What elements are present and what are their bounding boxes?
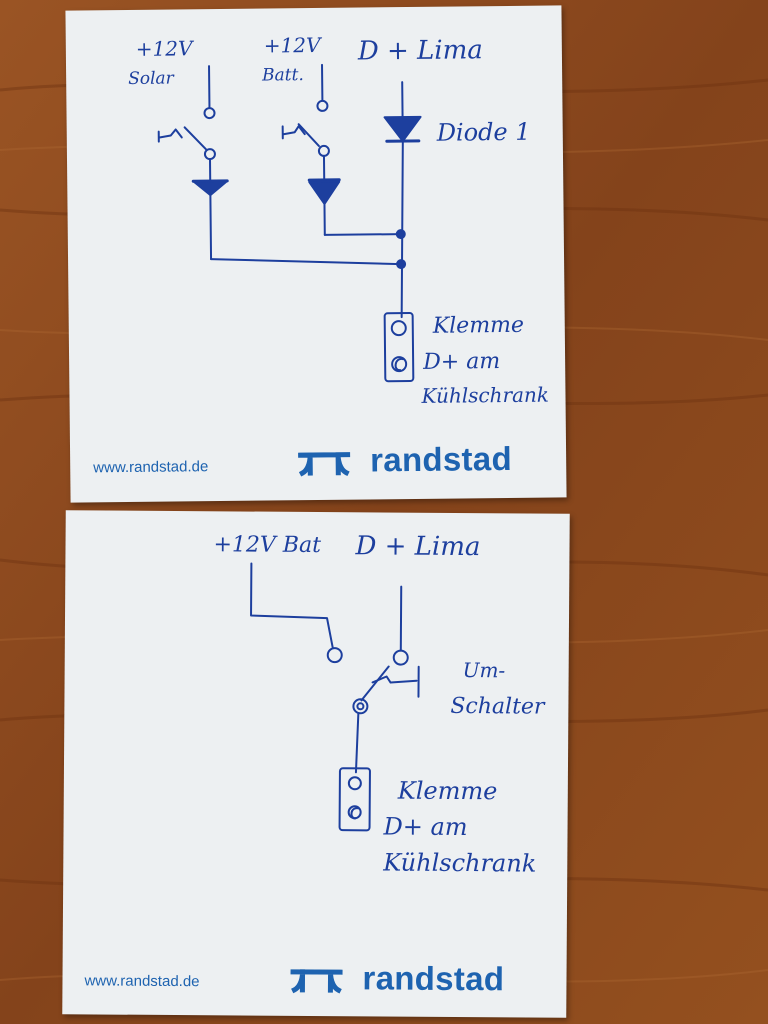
switch-label-line2: Schalter xyxy=(450,694,546,720)
batt-switch-contact-bottom xyxy=(317,144,330,157)
circuit-diagram-diodes: +12V Solar +12V Batt. D + Lima Diode 1 K… xyxy=(128,33,549,408)
batt-wire xyxy=(250,562,334,650)
lima-label: D + Lima xyxy=(354,531,480,562)
switch-contact-batt xyxy=(326,647,343,664)
terminal-label-line3: Kühlschrank xyxy=(382,848,536,877)
terminal-label-line3: Kühlschrank xyxy=(420,383,549,408)
batt-switch-handle xyxy=(281,125,306,140)
terminal-block xyxy=(338,767,371,832)
batt-label: +12V Bat xyxy=(213,532,321,558)
randstad-logo-icon xyxy=(290,969,343,994)
solar-diode-icon xyxy=(192,179,229,197)
solar-voltage-label: +12V xyxy=(136,36,195,61)
terminal-block xyxy=(383,312,415,383)
circuit-diagram-switch: +12V Bat D + Lima Um- Schalter Klemme D+… xyxy=(213,531,546,877)
terminal-label-line1: Klemme xyxy=(432,313,524,339)
footer-url: www.randstad.de xyxy=(93,458,209,477)
lima-label: D + Lima xyxy=(357,35,483,66)
sticky-note-bottom: +12V Bat D + Lima Um- Schalter Klemme D+… xyxy=(62,510,570,1018)
solar-switch-handle xyxy=(157,128,183,143)
footer-url: www.randstad.de xyxy=(84,972,200,991)
switch-handle xyxy=(371,665,420,698)
solar-name-label: Solar xyxy=(128,68,175,88)
randstad-logo-icon xyxy=(298,452,351,477)
batt-diode-icon xyxy=(308,180,341,205)
batt-voltage-label: +12V xyxy=(264,33,323,58)
junction-node-upper xyxy=(395,229,406,240)
batt-switch-contact-top xyxy=(316,99,329,112)
terminal-label-line1: Klemme xyxy=(397,777,498,806)
solar-switch-contact-bottom xyxy=(203,148,216,161)
switch-to-terminal-wire xyxy=(354,712,360,774)
terminal-contact-top xyxy=(390,320,407,337)
solar-switch-contact-top xyxy=(203,107,216,120)
junction-node-lower xyxy=(396,259,407,270)
solar-switch-lever xyxy=(183,126,207,151)
solar-to-node-wire xyxy=(210,258,402,266)
terminal-label-line2: D+ am xyxy=(382,812,467,841)
switch-label-line1: Um- xyxy=(463,658,506,682)
brand-wordmark: randstad xyxy=(369,439,513,479)
batt-switch-lever xyxy=(297,123,320,147)
brand-wordmark: randstad xyxy=(362,959,505,998)
sticky-note-top: +12V Solar +12V Batt. D + Lima Diode 1 K… xyxy=(65,5,567,503)
terminal-label-line2: D+ am xyxy=(422,349,500,375)
main-vertical-wire xyxy=(400,140,404,319)
diode1-icon xyxy=(383,115,422,143)
switch-lever xyxy=(360,665,390,702)
terminal-contact-top xyxy=(347,776,362,791)
batt-to-node-wire xyxy=(323,233,401,236)
diode1-label: Diode 1 xyxy=(436,118,531,147)
switch-pivot xyxy=(352,698,369,715)
batt-name-label: Batt. xyxy=(261,65,304,85)
switch-contact-lima xyxy=(392,649,409,666)
